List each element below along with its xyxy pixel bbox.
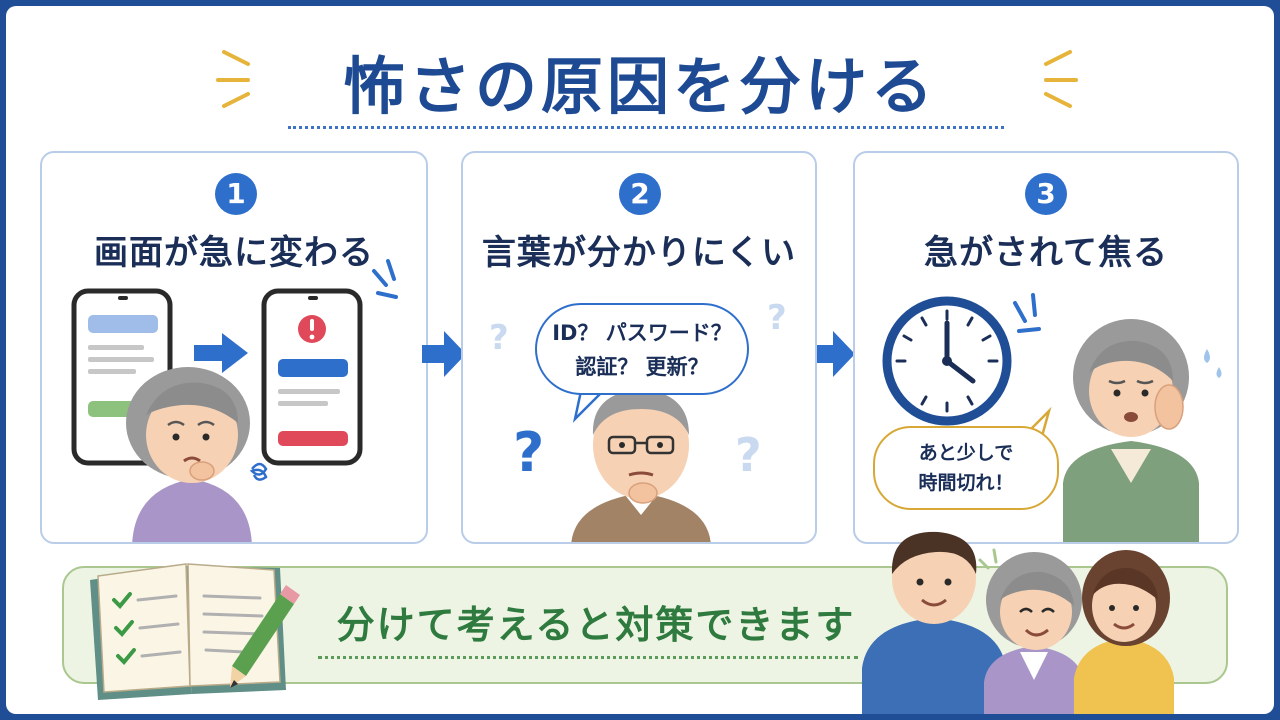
alert-lines-icon <box>1013 293 1041 333</box>
bubble-line: 認証？ 更新？ <box>575 355 709 379</box>
arrow-right-icon <box>422 331 466 377</box>
sparkle-icon <box>216 50 250 108</box>
bubble-line: ID？ パスワード？ <box>552 321 732 345</box>
infographic: 怖さの原因を分ける 1 画面が急に変わる <box>6 6 1274 714</box>
alert-lines-icon <box>372 259 398 299</box>
confusion-scribble-icon <box>249 462 268 481</box>
summary-underline <box>318 656 858 659</box>
title-underline <box>288 126 1004 129</box>
anxious-woman-figure <box>1063 319 1199 542</box>
step-title: 急がされて焦る <box>924 233 1168 273</box>
worried-woman-figure <box>126 367 252 542</box>
step-number: 2 <box>619 173 661 215</box>
arrow-right-icon <box>194 333 248 373</box>
step-3-illustration <box>882 293 1222 542</box>
sweat-drop-icon <box>1204 349 1210 363</box>
young-man-figure <box>862 531 1006 714</box>
question-mark-icon: ? <box>735 428 762 482</box>
checklist-notebook-icon <box>90 563 300 700</box>
step-2-illustration: ? ? ? ? <box>489 298 787 542</box>
question-mark-icon: ? <box>489 318 509 358</box>
step-card-1: 1 画面が急に変わる <box>40 151 428 544</box>
speech-bubble: あと少しで 時間切れ！ <box>873 426 1059 510</box>
joy-sparkle-icon <box>978 548 998 570</box>
bubble-line: あと少しで <box>918 442 1014 464</box>
arrow-right-icon <box>811 331 855 377</box>
step-card-3: 3 急がされて焦る <box>853 151 1239 544</box>
step-title: 言葉が分かりにくい <box>481 233 797 273</box>
pencil-icon <box>230 585 300 688</box>
bubble-line: 時間切れ！ <box>918 472 1014 494</box>
step-card-2: 2 言葉が分かりにくい ? ? ? ? <box>461 151 817 544</box>
question-mark-icon: ? <box>767 298 787 338</box>
page-title: 怖さの原因を分ける <box>342 50 937 123</box>
summary-text: 分けて考えると対策できます <box>336 603 856 647</box>
smartphone-alert-icon <box>261 288 363 466</box>
step-title: 画面が急に変わる <box>94 233 374 273</box>
speech-bubble: ID？ パスワード？ 認証？ 更新？ <box>535 303 749 395</box>
question-mark-icon: ? <box>513 421 544 484</box>
clock-icon <box>882 296 1012 426</box>
puzzled-man-figure <box>571 389 711 542</box>
sparkle-icon <box>1044 50 1078 108</box>
step-number: 1 <box>215 173 257 215</box>
step-number: 3 <box>1025 173 1067 215</box>
step-1-illustration <box>71 259 398 542</box>
happy-grandmother-figure <box>984 552 1084 714</box>
young-woman-figure <box>1074 550 1174 714</box>
sweat-drop-icon <box>1216 367 1222 378</box>
family-group-illustration <box>862 531 1174 714</box>
